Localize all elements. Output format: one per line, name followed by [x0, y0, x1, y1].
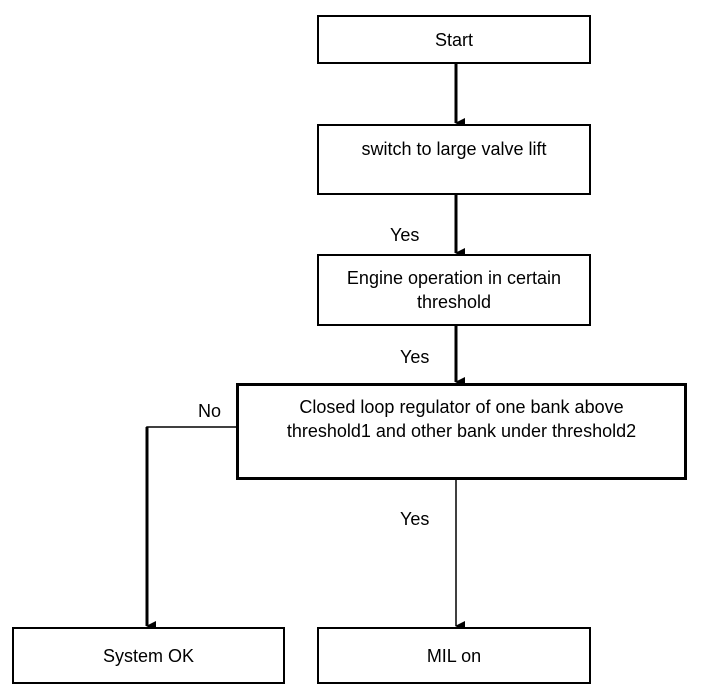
- mil-on-node: MIL on: [317, 627, 591, 684]
- edge-label-switch-to-engine: Yes: [390, 225, 420, 245]
- system-ok-node: System OK: [12, 627, 285, 684]
- edge-label-closed-loop-to-mil-on: Yes: [400, 509, 430, 529]
- closed-loop-label-line-2: threshold1 and other bank under threshol…: [286, 420, 637, 441]
- system-ok-label: System OK: [102, 645, 195, 666]
- arrow-closed-loop-to-system-ok: [146, 426, 236, 626]
- start-node-label: Start: [434, 29, 473, 50]
- closed-loop-label-line-1: Closed loop regulator of one bank above: [299, 396, 624, 417]
- engine-operation-node: Engine operation in certain threshold: [317, 254, 591, 326]
- switch-valve-lift-label: switch to large valve lift: [361, 138, 547, 159]
- switch-valve-lift-node: switch to large valve lift: [317, 124, 591, 195]
- engine-operation-label-line-2: threshold: [416, 292, 492, 312]
- edge-label-closed-loop-to-system-ok: No: [198, 401, 222, 421]
- mil-on-label: MIL on: [426, 645, 482, 666]
- start-node: Start: [317, 15, 591, 64]
- engine-operation-label-line-1: Engine operation in certain: [346, 268, 562, 288]
- edge-label-engine-to-closed-loop: Yes: [400, 347, 430, 367]
- closed-loop-regulator-node: Closed loop regulator of one bank above …: [236, 383, 687, 480]
